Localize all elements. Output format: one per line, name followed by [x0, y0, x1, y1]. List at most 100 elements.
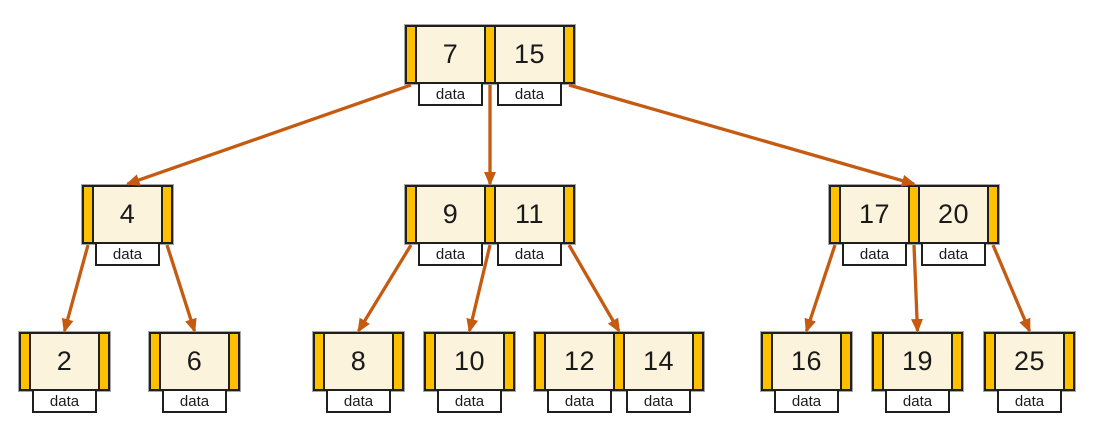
data-box: data: [497, 82, 562, 106]
key-cell: 15: [496, 27, 563, 82]
key-label: 25: [1013, 346, 1046, 376]
data-label: data: [179, 392, 210, 410]
pointer-bar: [872, 334, 884, 389]
pointer-bar: [613, 334, 625, 389]
pointer-bar: [424, 334, 436, 389]
btree-node-n6: 6 data: [149, 332, 240, 413]
key-label: 8: [350, 346, 367, 376]
data-box: data: [885, 389, 950, 413]
data-label: data: [514, 245, 545, 263]
pointer-bar: [563, 27, 575, 82]
pointer-bar: [908, 187, 920, 242]
data-box: data: [418, 242, 483, 266]
btree-node-n19: 19 data: [872, 332, 963, 413]
pointer-bar: [98, 334, 110, 389]
pointer-bar: [503, 334, 515, 389]
key-label: 6: [186, 346, 203, 376]
key-label: 7: [442, 39, 459, 69]
data-box: data: [497, 242, 562, 266]
key-cell: 11: [496, 187, 563, 242]
key-label: 12: [563, 346, 596, 376]
key-cell: 8: [325, 334, 392, 389]
pointer-bar: [19, 334, 31, 389]
data-box: data: [997, 389, 1062, 413]
pointer-bar: [228, 334, 240, 389]
data-label: data: [1014, 392, 1045, 410]
data-box: data: [626, 389, 691, 413]
edge-arrow-n9-11-to-n8: [357, 244, 413, 333]
pointer-bar: [761, 334, 773, 389]
data-label: data: [343, 392, 374, 410]
pointer-bar: [405, 187, 417, 242]
pointer-bar: [149, 334, 161, 389]
btree-node-n8: 8 data: [313, 332, 404, 413]
data-label: data: [643, 392, 674, 410]
edge-arrow-root-to-n4: [125, 83, 412, 186]
key-label: 20: [937, 199, 970, 229]
key-cell: 25: [996, 334, 1063, 389]
data-box: data: [32, 389, 97, 413]
data-label: data: [112, 245, 143, 263]
edge-arrow-n9-11-to-n12-14: [567, 244, 621, 333]
key-cell: 19: [884, 334, 951, 389]
btree-node-n9-11: 9 data 11 data: [405, 185, 575, 266]
key-cell: 10: [436, 334, 503, 389]
pointer-bar: [951, 334, 963, 389]
btree-node-n17-20: 17 data 20 data: [829, 185, 999, 266]
data-label: data: [564, 392, 595, 410]
edge-arrow-n17-20-to-n25: [991, 244, 1032, 333]
data-label: data: [435, 245, 466, 263]
pointer-bar: [484, 187, 496, 242]
data-box: data: [162, 389, 227, 413]
btree-node-n2: 2 data: [19, 332, 110, 413]
data-box: data: [842, 242, 907, 266]
data-box: data: [921, 242, 986, 266]
data-box: data: [95, 242, 160, 266]
edge-arrow-n4-to-n2: [61, 244, 90, 333]
key-cell: 4: [94, 187, 161, 242]
data-label: data: [938, 245, 969, 263]
data-box: data: [774, 389, 839, 413]
pointer-bar: [840, 334, 852, 389]
key-cell: 2: [31, 334, 98, 389]
key-cell: 9: [417, 187, 484, 242]
btree-node-n12-14: 12 data 14 data: [534, 332, 704, 413]
edge-arrow-n17-20-to-n19: [911, 244, 924, 333]
edge-arrow-root-to-n17-20: [568, 83, 916, 187]
key-cell: 6: [161, 334, 228, 389]
edge-arrow-n17-20-to-n16: [804, 244, 837, 333]
data-box: data: [418, 82, 483, 106]
key-label: 2: [56, 346, 73, 376]
pointer-bar: [405, 27, 417, 82]
pointer-bar: [692, 334, 704, 389]
pointer-bar: [161, 187, 173, 242]
key-label: 11: [514, 199, 545, 229]
key-label: 14: [642, 346, 675, 376]
key-label: 10: [453, 346, 486, 376]
edge-arrow-n4-to-n6: [165, 244, 197, 333]
key-cell: 17: [841, 187, 908, 242]
btree-node-n4: 4 data: [82, 185, 173, 266]
data-box: data: [437, 389, 502, 413]
pointer-bar: [82, 187, 94, 242]
key-label: 17: [858, 199, 891, 229]
key-cell: 16: [773, 334, 840, 389]
key-cell: 7: [417, 27, 484, 82]
data-label: data: [435, 85, 466, 103]
data-box: data: [326, 389, 391, 413]
data-label: data: [454, 392, 485, 410]
btree-node-n16: 16 data: [761, 332, 852, 413]
pointer-bar: [534, 334, 546, 389]
pointer-bar: [984, 334, 996, 389]
key-label: 9: [442, 199, 459, 229]
key-label: 16: [790, 346, 823, 376]
pointer-bar: [829, 187, 841, 242]
data-label: data: [902, 392, 933, 410]
key-cell: 20: [920, 187, 987, 242]
data-label: data: [791, 392, 822, 410]
key-cell: 14: [625, 334, 692, 389]
data-label: data: [49, 392, 80, 410]
pointer-bar: [1063, 334, 1075, 389]
